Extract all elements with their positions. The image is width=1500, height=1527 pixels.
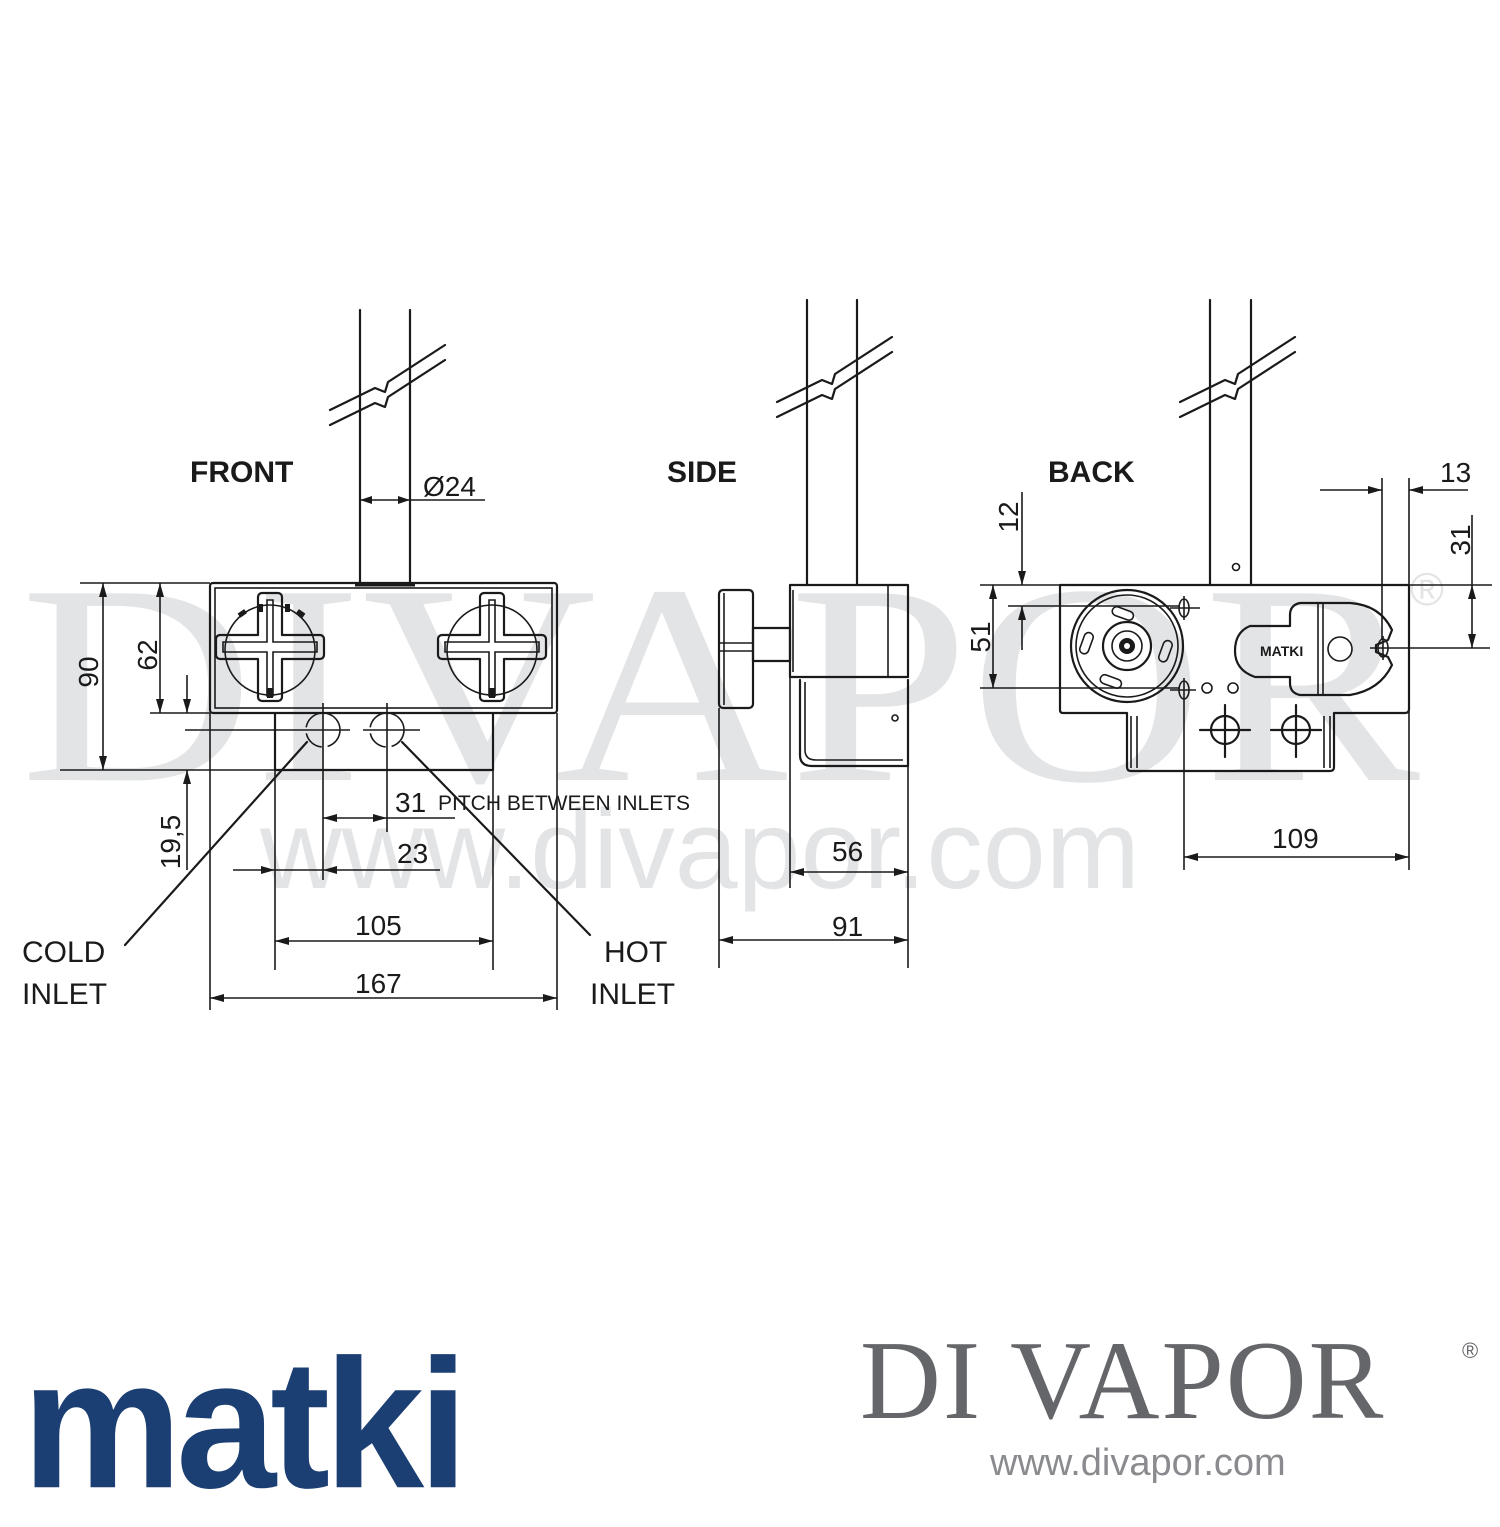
- dim-total-width: 167: [355, 968, 402, 999]
- watermark-url: www.divapor.com: [259, 787, 1140, 912]
- back-view-title: BACK: [1048, 456, 1135, 489]
- cold-inlet-icon: [185, 703, 350, 880]
- cartridge-icon: [1069, 588, 1185, 704]
- front-view-title: FRONT: [190, 456, 293, 489]
- plate-text: MATKI: [1260, 643, 1303, 659]
- hot-inlet-leader: [400, 740, 592, 937]
- dim-top-hole-offset: 12: [993, 501, 1024, 532]
- break-line-icon: [328, 343, 447, 412]
- hot-handle-icon: [436, 591, 548, 703]
- front-view: FRONT Ø24: [22, 308, 690, 1011]
- dim-pipe-diameter: Ø24: [423, 471, 476, 502]
- cold-inlet-label-1: COLD: [22, 936, 105, 969]
- pitch-note: PITCH BETWEEN INLETS: [438, 792, 690, 815]
- hot-inlet-label-2: INLET: [590, 978, 675, 1011]
- dim-total-depth: 91: [832, 911, 863, 942]
- hot-inlet-icon: [363, 703, 420, 832]
- back-view: BACK: [965, 298, 1492, 870]
- dim-right-hole-offset: 31: [1445, 524, 1476, 555]
- dim-body-depth: 56: [832, 836, 863, 867]
- divapor-logo: DI VAPOR: [860, 1319, 1386, 1443]
- break-line-icon: [775, 335, 894, 404]
- side-handle-icon: [717, 588, 755, 710]
- side-view-title: SIDE: [667, 456, 737, 489]
- inlet-target-icon: [1198, 703, 1323, 759]
- break-line-icon: [1178, 335, 1297, 404]
- dim-lower-width: 105: [355, 910, 402, 941]
- diverter-plate-icon: MATKI: [1233, 601, 1394, 697]
- dim-height-total: 90: [73, 656, 104, 687]
- matki-logo: matki: [22, 1321, 468, 1527]
- dim-hole-spacing-horizontal: 109: [1272, 823, 1319, 854]
- side-view: SIDE 56 91: [667, 298, 910, 968]
- cold-inlet-label-2: INLET: [22, 978, 107, 1011]
- cold-handle-icon: [214, 591, 326, 703]
- dim-side-offset: 13: [1440, 457, 1471, 488]
- dim-inlet-from-edge: 23: [397, 838, 428, 869]
- dim-pitch: 31: [395, 787, 426, 818]
- watermark-reg-mark: ®: [1410, 563, 1444, 615]
- divapor-reg-mark: ®: [1462, 1338, 1479, 1363]
- dim-hole-spacing-vertical: 51: [965, 621, 996, 652]
- dim-inlet-offset: 19,5: [155, 815, 186, 870]
- dim-height-body: 62: [132, 639, 163, 670]
- cold-inlet-leader: [123, 740, 309, 947]
- hot-inlet-label-1: HOT: [604, 936, 667, 969]
- divapor-url: www.divapor.com: [990, 1442, 1286, 1484]
